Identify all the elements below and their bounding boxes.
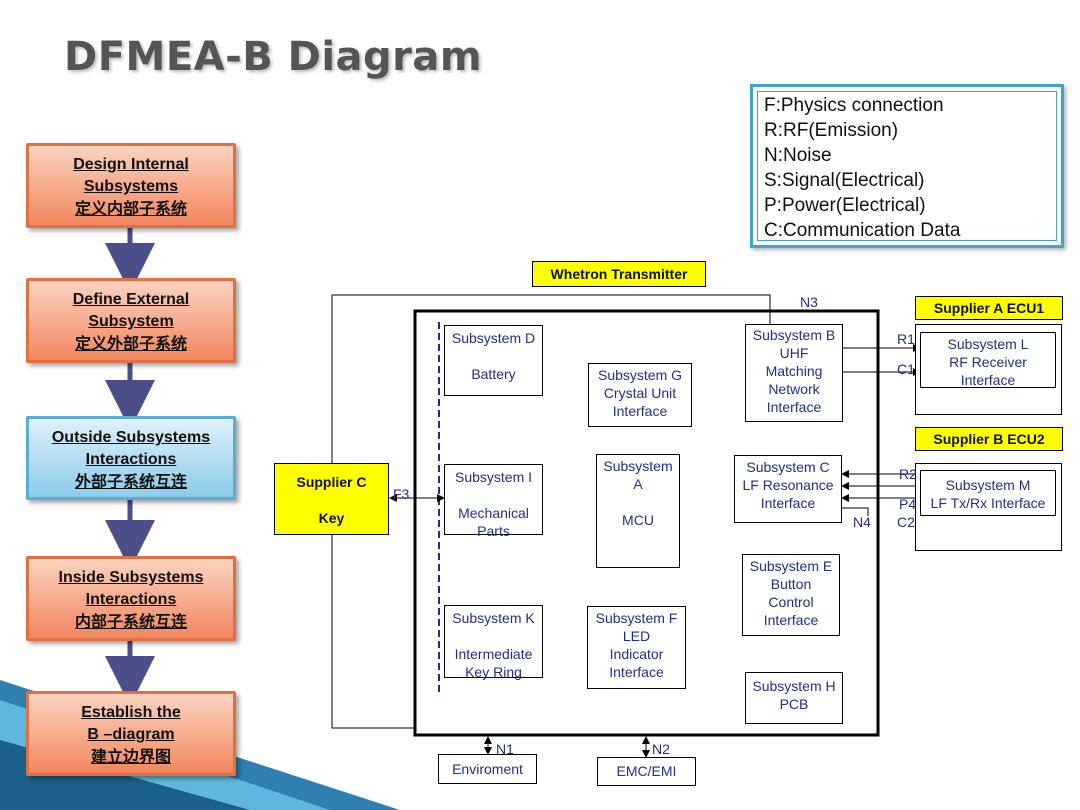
- box-line: Key: [318, 510, 345, 526]
- page-title: DFMEA-B Diagram: [64, 34, 483, 80]
- step-label-cn: 内部子系统互连: [74, 612, 187, 631]
- emc-emi-box: EMC/EMI: [597, 757, 696, 786]
- box-line: LF Resonance: [742, 477, 834, 493]
- subsystem-i: Subsystem I Mechanical Parts: [444, 464, 543, 539]
- box-line: Subsystem D: [451, 330, 536, 346]
- step-label: Subsystem: [88, 313, 174, 330]
- step-label-cn: 建立边界图: [90, 747, 171, 766]
- box-line: Interface: [760, 495, 816, 511]
- label-n4: N4: [853, 514, 871, 530]
- box-line: Subsystem E: [749, 558, 833, 574]
- legend-item: F:Physics connection: [764, 95, 944, 116]
- supplier-a-label: Supplier A ECU1: [915, 296, 1063, 320]
- box-line: Subsystem I: [454, 469, 533, 485]
- box-line: Interface: [612, 403, 668, 419]
- box-line: Intermediate: [454, 646, 533, 662]
- subsystem-a: Subsystem A MCU: [596, 454, 680, 568]
- step-label: Inside Subsystems: [58, 569, 204, 586]
- box-line: Subsystem G: [597, 367, 683, 383]
- box-line: MCU: [622, 512, 654, 528]
- box-line: PCB: [779, 696, 809, 712]
- box-line: Matching: [765, 363, 823, 379]
- box-line: Subsystem B: [752, 327, 836, 343]
- legend-item: N:Noise: [764, 145, 832, 166]
- step-label: Interactions: [85, 591, 177, 608]
- label-f3: F3: [393, 486, 410, 502]
- box-line: Subsystem K: [452, 610, 535, 626]
- subsystem-l: Subsystem L RF Receiver Interface: [920, 332, 1056, 388]
- supplier-c-box: Supplier C Key: [274, 463, 389, 535]
- box-line: Interface: [766, 399, 822, 415]
- box-line: Supplier C: [296, 474, 367, 490]
- label-n1: N1: [496, 741, 514, 757]
- subsystem-m: Subsystem M LF Tx/Rx Interface: [920, 470, 1056, 516]
- step-inside-interactions: Inside Subsystems Interactions 内部子系统互连: [26, 556, 236, 641]
- box-line: Subsystem C: [746, 459, 830, 475]
- label-p4: P4: [899, 496, 917, 512]
- box-line: Network: [768, 381, 820, 397]
- step-define-external: Define External Subsystem 定义外部子系统: [26, 278, 236, 363]
- label-c2: C2: [897, 514, 915, 530]
- box-line: Crystal Unit: [603, 385, 677, 401]
- legend-item: S:Signal(Electrical): [764, 170, 925, 191]
- label-c1: C1: [897, 361, 915, 377]
- box-line: LED: [622, 628, 651, 644]
- step-establish-diagram: Establish the B –diagram 建立边界图: [26, 691, 236, 776]
- legend-box: F:Physics connection R:RF(Emission) N:No…: [750, 84, 1064, 248]
- step-label: Outside Subsystems: [51, 429, 211, 446]
- step-label: Subsystems: [83, 178, 179, 195]
- legend-item: P:Power(Electrical): [764, 195, 926, 216]
- box-line: RF Receiver: [949, 354, 1027, 370]
- step-label: Establish the: [81, 704, 181, 721]
- box-line: Key Ring: [465, 664, 522, 680]
- label-r1: R1: [897, 331, 915, 347]
- environment-box: Enviroment: [438, 754, 537, 784]
- box-line: Subsystem M: [945, 477, 1031, 493]
- step-label-cn: 外部子系统互连: [74, 472, 187, 491]
- box-line: Interface: [960, 372, 1016, 388]
- box-line: Subsystem L: [947, 336, 1029, 352]
- subsystem-c: Subsystem C LF Resonance Interface: [734, 455, 842, 523]
- label-r2: R2: [899, 466, 917, 482]
- box-line: LF Tx/Rx Interface: [930, 495, 1046, 511]
- subsystem-h: Subsystem H PCB: [745, 672, 843, 724]
- subsystem-f: Subsystem F LED Indicator Interface: [587, 606, 686, 689]
- step-label-cn: 定义内部子系统: [74, 199, 187, 218]
- box-line: A: [633, 476, 643, 492]
- label-n3: N3: [800, 294, 818, 310]
- box-line: Subsystem F: [595, 610, 678, 626]
- subsystem-g: Subsystem G Crystal Unit Interface: [588, 363, 692, 427]
- box-line: UHF: [779, 345, 809, 361]
- subsystem-b: Subsystem B UHF Matching Network Interfa…: [745, 324, 843, 422]
- subsystem-d: Subsystem D Battery: [444, 325, 543, 396]
- step-label-cn: 定义外部子系统: [74, 334, 187, 353]
- label-n2: N2: [652, 741, 670, 757]
- box-line: Parts: [477, 523, 510, 539]
- box-line: Indicator: [609, 646, 664, 662]
- box-line: Button: [770, 576, 812, 592]
- box-line: Interface: [763, 612, 819, 628]
- box-line: Subsystem H: [752, 678, 836, 694]
- box-line: Subsystem: [603, 458, 673, 474]
- step-label: Interactions: [85, 451, 177, 468]
- step-label: Define External: [72, 291, 190, 308]
- step-label: B –diagram: [87, 726, 175, 743]
- box-line: Mechanical: [458, 505, 529, 521]
- legend-item: R:RF(Emission): [764, 120, 899, 141]
- whetron-transmitter-label: Whetron Transmitter: [532, 261, 706, 287]
- box-line: Battery: [471, 366, 516, 382]
- step-design-internal: Design Internal Subsystems 定义内部子系统: [26, 143, 236, 228]
- step-outside-interactions: Outside Subsystems Interactions 外部子系统互连: [26, 416, 236, 500]
- subsystem-e: Subsystem E Button Control Interface: [742, 554, 840, 636]
- box-line: Control: [768, 594, 814, 610]
- step-label: Design Internal: [73, 156, 189, 173]
- supplier-b-label: Supplier B ECU2: [915, 427, 1063, 451]
- legend-item: C:Communication Data: [764, 220, 961, 241]
- subsystem-k: Subsystem K Intermediate Key Ring: [444, 605, 543, 680]
- box-line: Interface: [609, 664, 664, 680]
